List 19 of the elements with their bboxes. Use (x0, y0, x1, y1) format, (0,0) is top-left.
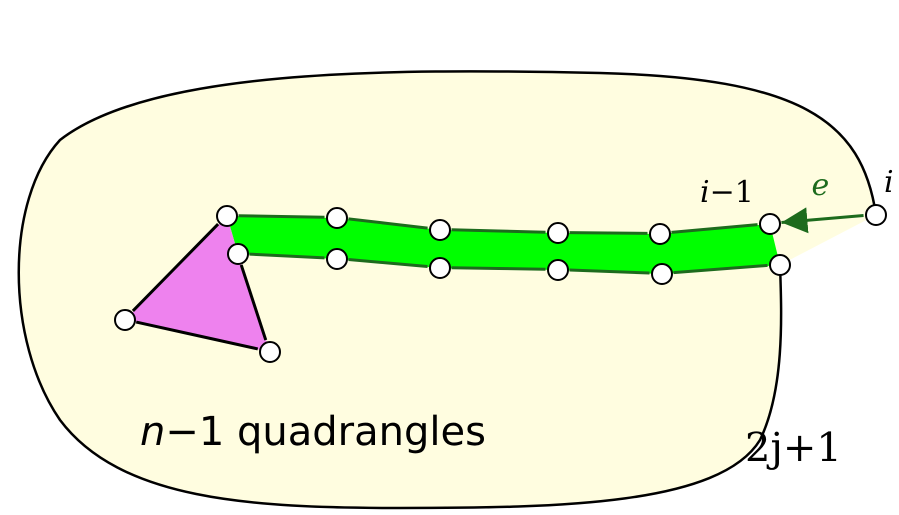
edge-line (348, 258, 428, 268)
edge-line (451, 266, 546, 271)
edge-line (240, 264, 268, 341)
edge-line (348, 217, 428, 230)
region-label: 2j+1 (745, 428, 842, 468)
edge-line (451, 228, 546, 234)
edge-line (569, 268, 650, 275)
region-label: n−1 quadrangles (140, 412, 486, 452)
vertex-label: i (884, 168, 894, 198)
edge-line (238, 214, 325, 219)
vertex-label: i−1 (700, 178, 754, 208)
edge-line (132, 223, 220, 312)
edge-line (136, 320, 258, 350)
edge-line (673, 264, 768, 274)
edge-line (569, 231, 648, 235)
edge-line (671, 223, 758, 234)
edge-line (249, 252, 325, 260)
arrow (781, 207, 864, 234)
vertex-circle (864, 204, 886, 226)
